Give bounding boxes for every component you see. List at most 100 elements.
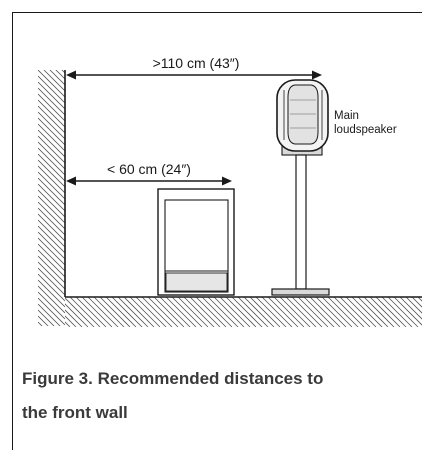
hatch-line	[38, 309, 55, 326]
hatch-line	[38, 261, 65, 290]
hatch-line	[65, 303, 89, 327]
hatch-line	[405, 297, 422, 314]
hatch-line	[38, 153, 65, 182]
hatch-line	[351, 297, 383, 327]
hatch-line	[38, 273, 65, 302]
hatch-line	[321, 297, 353, 327]
hatch-line	[38, 328, 65, 350]
hatch-line	[38, 315, 49, 326]
distance-diagram: >110 cm (43″) < 60 cm (24″)	[38, 40, 422, 350]
hatch-line	[75, 297, 107, 327]
hatch-line	[291, 297, 323, 327]
hatch-line	[159, 297, 191, 327]
hatch-line	[55, 70, 65, 80]
hatch-line	[38, 70, 65, 98]
hatch-line	[135, 297, 167, 327]
hatch-line	[207, 297, 239, 327]
hatch-line	[363, 297, 395, 327]
hatch-line	[38, 135, 65, 164]
hatch-line	[38, 249, 65, 278]
loudspeaker-icon	[276, 79, 329, 152]
hatch-line	[219, 297, 251, 327]
hatch-line	[38, 334, 65, 350]
hatch-line	[411, 297, 422, 308]
hatch-line	[309, 297, 341, 327]
speaker-stand	[271, 144, 330, 296]
hatch-line	[375, 297, 407, 327]
hatch-line	[327, 297, 359, 327]
hatch-line	[38, 291, 65, 320]
hatch-line	[38, 267, 65, 296]
hatch-line	[171, 297, 203, 327]
hatch-line	[99, 297, 131, 327]
hatch-line	[38, 321, 43, 326]
hatch-line	[38, 159, 65, 188]
hatch-line	[243, 297, 275, 327]
hatch-line	[153, 297, 185, 327]
hatch-line	[111, 297, 143, 327]
hatch-line	[38, 147, 65, 176]
hatch-line	[38, 201, 65, 230]
hatch-line	[393, 297, 422, 326]
figure-caption: Figure 3. Recommended distances to the f…	[22, 362, 412, 430]
hatch-line	[65, 309, 83, 327]
hatch-line	[38, 195, 65, 224]
hatch-line	[38, 171, 65, 200]
hatch-line	[123, 297, 155, 327]
hatch-line	[165, 297, 197, 327]
frame-top-border	[12, 12, 422, 14]
hatch-line	[65, 315, 77, 327]
hatch-line	[303, 297, 335, 327]
hatch-line	[38, 279, 65, 308]
caption-line2: the front wall	[22, 403, 128, 422]
hatch-line	[38, 255, 65, 284]
hatch-line	[38, 243, 65, 272]
hatch-line	[117, 297, 149, 327]
hatch-line	[38, 123, 65, 152]
hatch-line	[333, 297, 365, 327]
hatch-line	[61, 70, 65, 74]
far-distance-label: >110 cm (43″)	[153, 55, 240, 71]
hatch-line	[38, 165, 65, 194]
hatch-line	[177, 297, 209, 327]
hatch-line	[38, 189, 65, 218]
hatch-line	[255, 297, 287, 327]
hatch-line	[315, 297, 347, 327]
hatch-line	[345, 297, 377, 327]
hatch-line	[38, 87, 65, 116]
hatch-line	[273, 297, 305, 327]
hatch-line	[65, 297, 95, 327]
speaker-label-line1: Main	[334, 110, 359, 122]
hatch-line	[38, 207, 65, 236]
wall-hatching	[38, 40, 65, 350]
hatch-line	[38, 117, 65, 146]
hatch-line	[183, 297, 215, 327]
hatch-line	[261, 297, 293, 327]
hatch-line	[339, 297, 371, 327]
frame-bottom-tick	[12, 430, 14, 450]
hatch-line	[129, 297, 161, 327]
hatch-line	[38, 129, 65, 158]
hatch-line	[237, 297, 269, 327]
frame-left-border	[12, 12, 14, 450]
hatch-line	[279, 297, 311, 327]
hatch-line	[38, 141, 65, 170]
far-distance-arrow	[66, 70, 322, 80]
hatch-line	[69, 297, 101, 327]
hatch-line	[189, 297, 221, 327]
near-distance-label: < 60 cm (24″)	[107, 161, 191, 177]
hatch-line	[38, 219, 65, 248]
hatch-line	[38, 303, 61, 326]
hatch-line	[249, 297, 281, 327]
hatch-line	[387, 297, 419, 327]
hatch-line	[267, 297, 299, 327]
hatch-line	[225, 297, 257, 327]
hatch-line	[285, 297, 317, 327]
hatch-line	[38, 40, 65, 67]
hatch-line	[38, 111, 65, 140]
near-distance-arrow	[66, 176, 232, 186]
hatch-line	[201, 297, 233, 327]
hatch-line	[38, 183, 65, 212]
table-furniture	[157, 188, 235, 296]
